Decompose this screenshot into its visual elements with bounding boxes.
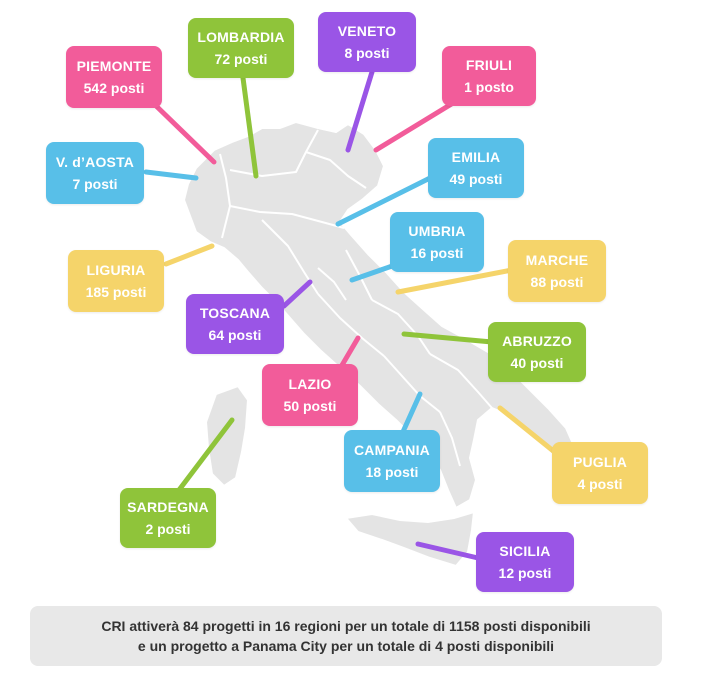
region-name: PIEMONTE	[76, 58, 152, 74]
sicily-shape	[344, 510, 476, 568]
callout-marche: MARCHE 88 posti	[508, 240, 606, 302]
callout-friuli: FRIULI 1 posto	[442, 46, 536, 106]
callout-veneto: VENETO 8 posti	[318, 12, 416, 72]
region-border-abruzzo	[371, 299, 431, 355]
region-border-lazio	[317, 293, 385, 357]
region-name: EMILIA	[451, 149, 501, 165]
leader-line-veneto	[345, 69, 375, 153]
callout-lombardia: LOMBARDIA 72 posti	[188, 18, 294, 78]
region-count: 7 posti	[72, 176, 118, 192]
region-border-lombardia	[229, 129, 319, 177]
region-count: 18 posti	[365, 464, 419, 480]
region-name: ABRUZZO	[502, 333, 572, 349]
callout-campania: CAMPANIA 18 posti	[344, 430, 440, 492]
region-name: SARDEGNA	[127, 499, 209, 515]
region-count: 542 posti	[83, 80, 145, 96]
region-name: FRIULI	[465, 57, 513, 73]
region-count: 16 posti	[410, 245, 464, 261]
summary-line-2: e un progetto a Panama City per un total…	[137, 638, 555, 654]
region-name: MARCHE	[525, 252, 589, 268]
region-border-puglia	[429, 353, 493, 409]
region-name: LAZIO	[288, 376, 332, 392]
leader-line-emilia	[335, 175, 433, 227]
region-count: 50 posti	[283, 398, 337, 414]
callout-sicilia: SICILIA 12 posti	[476, 532, 574, 592]
region-count: 4 posti	[577, 476, 623, 492]
leader-line-marche	[395, 267, 515, 295]
callout-toscana: TOSCANA 64 posti	[186, 294, 284, 354]
region-name: SICILIA	[499, 543, 551, 559]
region-count: 12 posti	[498, 565, 552, 581]
leader-line-campania	[399, 391, 423, 437]
region-border-umbria	[317, 267, 347, 301]
leader-line-piemonte	[147, 97, 217, 165]
region-count: 2 posti	[145, 521, 191, 537]
region-name: CAMPANIA	[353, 442, 430, 458]
region-count: 40 posti	[510, 355, 564, 371]
leader-line-friuli	[373, 97, 461, 153]
callout-abruzzo: ABRUZZO 40 posti	[488, 322, 586, 382]
region-count: 88 posti	[530, 274, 584, 290]
callout-liguria: LIGURIA 185 posti	[68, 250, 164, 312]
region-count: 185 posti	[85, 284, 147, 300]
callout-aosta: V. d’AOSTA 7 posti	[46, 142, 144, 204]
region-border-emilia	[229, 205, 345, 229]
leader-line-aosta	[143, 169, 199, 181]
region-name: LIGURIA	[86, 262, 146, 278]
region-count: 8 posti	[344, 45, 390, 61]
callout-sardegna: SARDEGNA 2 posti	[120, 488, 216, 548]
region-border-campania	[383, 355, 441, 413]
callout-puglia: PUGLIA 4 posti	[552, 442, 648, 504]
region-name: V. d’AOSTA	[55, 154, 135, 170]
callout-emilia: EMILIA 49 posti	[428, 138, 524, 198]
region-border-piemonte	[219, 153, 231, 239]
region-count: 72 posti	[214, 51, 268, 67]
leader-line-lombardia	[240, 75, 259, 179]
leader-line-sardegna	[173, 417, 235, 497]
callout-lazio: LAZIO 50 posti	[262, 364, 358, 426]
region-border-veneto	[305, 151, 367, 189]
region-name: PUGLIA	[572, 454, 628, 470]
italy-mainland	[183, 121, 575, 509]
leader-line-sicilia	[415, 541, 481, 561]
region-name: TOSCANA	[199, 305, 271, 321]
callout-piemonte: PIEMONTE 542 posti	[66, 46, 162, 108]
region-name: LOMBARDIA	[197, 29, 285, 45]
region-count: 1 posto	[464, 79, 514, 95]
region-name: VENETO	[337, 23, 397, 39]
sardinia-shape	[204, 384, 250, 488]
region-count: 64 posti	[208, 327, 262, 343]
region-count: 49 posti	[449, 171, 503, 187]
region-border-calabria	[439, 411, 461, 467]
callout-umbria: UMBRIA 16 posti	[390, 212, 484, 272]
leader-line-abruzzo	[401, 331, 495, 345]
leader-line-toscana	[281, 279, 313, 309]
region-name: UMBRIA	[408, 223, 466, 239]
summary-line-1: CRI attiverà 84 progetti in 16 regioni p…	[101, 618, 591, 634]
summary-footer: CRI attiverà 84 progetti in 16 regioni p…	[30, 606, 662, 666]
leader-line-liguria	[163, 243, 215, 267]
leader-line-puglia	[497, 405, 565, 461]
